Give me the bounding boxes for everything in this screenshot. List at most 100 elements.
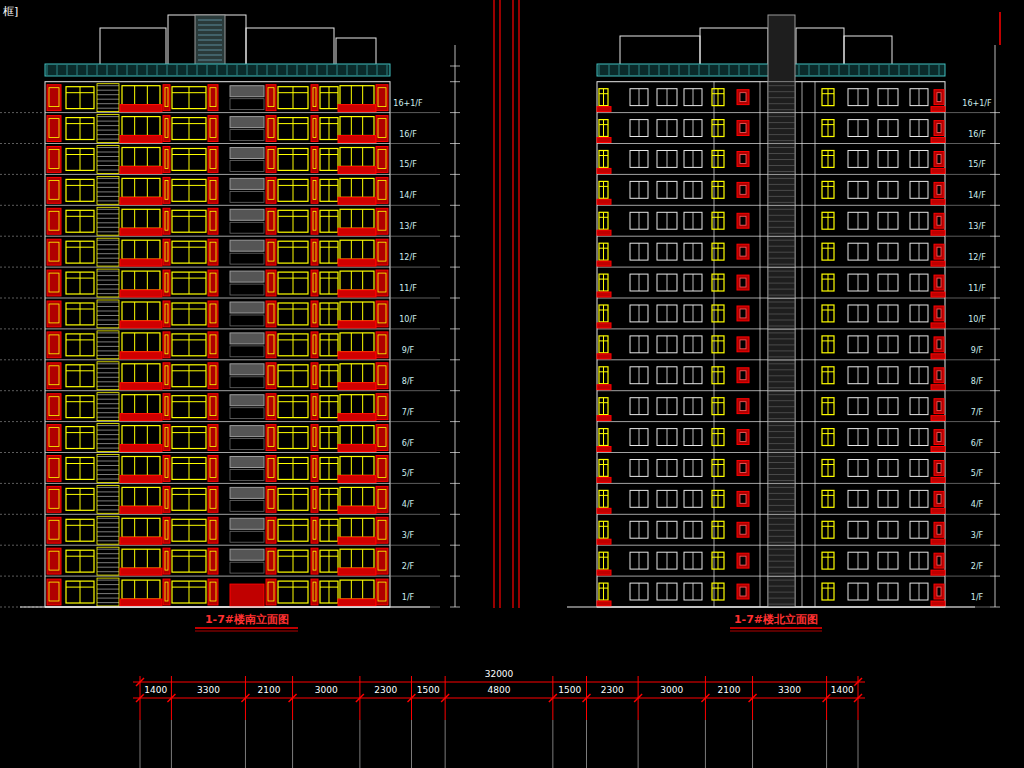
- drawing-line: [278, 556, 308, 557]
- drawing-rect: [208, 456, 218, 482]
- drawing-rect: [172, 179, 206, 201]
- drawing-line: [768, 468, 795, 469]
- drawing-line: [0, 205, 44, 206]
- drawing-line: [97, 598, 119, 599]
- drawing-line: [97, 161, 119, 162]
- drawing-rect: [172, 488, 206, 510]
- drawing-line: [97, 350, 119, 351]
- drawing-line: [768, 604, 795, 605]
- drawing-line: [351, 117, 352, 136]
- drawing-rect: [120, 105, 162, 112]
- drawing-line: [45, 143, 390, 144]
- drawing-rect: [378, 180, 386, 199]
- drawing-line: [97, 341, 119, 342]
- drawing-rect: [931, 570, 945, 575]
- drawing-line: [0, 483, 44, 484]
- drawing-line: [768, 356, 795, 357]
- drawing-line: [134, 580, 135, 599]
- drawing-rect: [165, 366, 168, 385]
- drawing-line: [712, 310, 724, 311]
- drawing-line: [66, 463, 94, 464]
- drawing-line: [919, 460, 920, 477]
- drawing-line: [693, 305, 694, 322]
- drawing-line: [809, 65, 810, 75]
- drawing-line: [66, 339, 94, 340]
- drawing-line: [66, 401, 94, 402]
- drawing-line: [858, 490, 859, 507]
- drawing-line: [134, 457, 135, 476]
- drawing-line: [667, 429, 668, 446]
- drawing-rect: [597, 82, 945, 607]
- drawing-rect: [712, 89, 724, 106]
- drawing-rect: [657, 398, 677, 415]
- drawing-rect: [910, 305, 928, 322]
- drawing-rect: [311, 301, 318, 327]
- drawing-rect: [320, 488, 338, 510]
- drawing-rect: [740, 185, 746, 194]
- drawing-line: [245, 720, 246, 768]
- drawing-rect: [378, 119, 386, 138]
- drawing-rect: [230, 487, 264, 498]
- drawing-rect: [97, 146, 119, 174]
- drawing-rect: [122, 178, 160, 197]
- drawing-line: [441, 694, 449, 702]
- drawing-line: [80, 210, 81, 232]
- drawing-rect: [768, 545, 795, 576]
- drawing-title: 1-7#楼北立面图: [733, 614, 819, 625]
- drawing-rect: [878, 552, 898, 569]
- drawing-line: [828, 367, 829, 384]
- drawing-line: [739, 65, 740, 75]
- drawing-line: [97, 479, 119, 480]
- drawing-line: [0, 236, 44, 237]
- drawing-rect: [120, 259, 162, 266]
- drawing-line: [718, 336, 719, 353]
- drawing-rect: [937, 340, 941, 349]
- drawing-line: [278, 494, 308, 495]
- drawing-line: [768, 271, 795, 272]
- drawing-rect: [599, 583, 608, 600]
- drawing-line: [828, 212, 829, 229]
- drawing-rect: [737, 522, 749, 537]
- drawing-rect: [47, 147, 61, 173]
- drawing-line: [97, 293, 119, 294]
- drawing-line: [919, 552, 920, 569]
- drawing-rect: [47, 486, 61, 512]
- drawing-line: [749, 65, 750, 75]
- drawing-line: [667, 305, 668, 322]
- drawing-line: [278, 185, 308, 186]
- drawing-rect: [97, 331, 119, 359]
- drawing-rect: [376, 147, 388, 173]
- drawing-line: [320, 247, 338, 248]
- drawing-line: [718, 367, 719, 384]
- drawing-line: [189, 458, 190, 480]
- drawing-line: [189, 550, 190, 572]
- drawing-rect: [737, 491, 749, 506]
- drawing-line: [828, 274, 829, 291]
- floor-label: 10/F: [967, 316, 986, 324]
- drawing-rect: [165, 211, 168, 230]
- drawing-rect: [378, 551, 386, 570]
- drawing-rect: [684, 336, 702, 353]
- drawing-rect: [822, 305, 834, 322]
- drawing-rect: [47, 177, 61, 203]
- drawing-rect: [97, 362, 119, 390]
- drawing-rect: [620, 36, 700, 66]
- drawing-rect: [376, 301, 388, 327]
- drawing-rect: [278, 303, 308, 325]
- drawing-line: [172, 525, 206, 526]
- drawing-rect: [599, 367, 608, 384]
- drawing-line: [80, 334, 81, 356]
- drawing-line: [768, 289, 795, 290]
- drawing-rect: [311, 486, 318, 512]
- drawing-rect: [230, 253, 264, 264]
- drawing-line: [97, 231, 119, 232]
- drawing-rect: [120, 321, 162, 328]
- drawing-rect: [848, 212, 868, 229]
- drawing-rect: [165, 428, 168, 447]
- drawing-line: [66, 247, 94, 248]
- drawing-line: [172, 247, 206, 248]
- drawing-line: [377, 65, 378, 75]
- drawing-rect: [66, 334, 94, 356]
- drawing-line: [351, 487, 352, 506]
- drawing-line: [888, 212, 889, 229]
